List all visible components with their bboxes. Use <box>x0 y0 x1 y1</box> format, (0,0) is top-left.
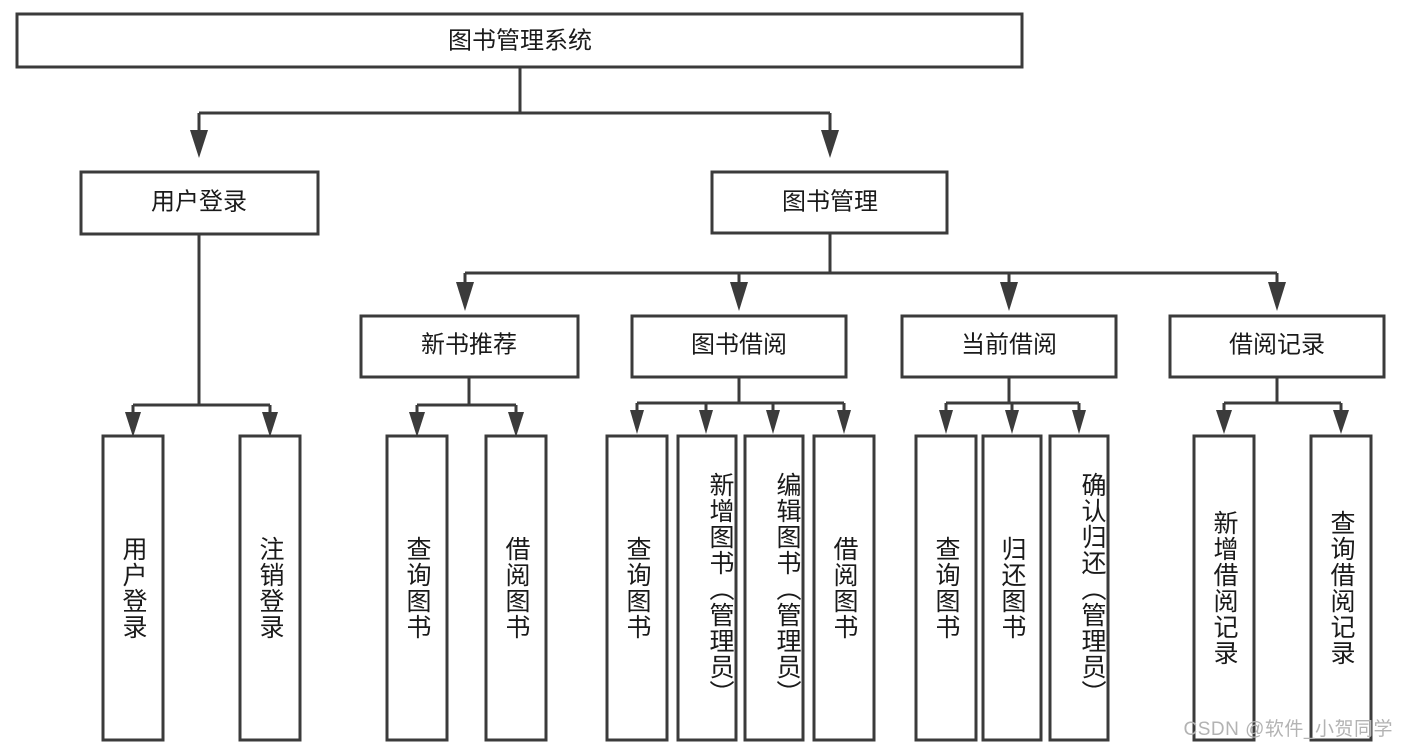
leaf-box-user-login[interactable] <box>101 434 165 742</box>
leaf-box-add-record[interactable] <box>1192 434 1256 742</box>
node-current-borrow-box[interactable] <box>900 314 1118 379</box>
arrow-head-leaf-add-book <box>699 410 713 434</box>
node-borrow-record-box[interactable] <box>1168 314 1386 379</box>
arrow-head-leaf-user-login <box>125 412 141 437</box>
node-user-login[interactable]: 用户登录 <box>79 170 320 236</box>
arrow-head-leaf-borrow-book-1 <box>508 412 524 437</box>
node-book-borrow-box[interactable] <box>630 314 848 379</box>
arrow-head-to-new-book <box>456 282 474 311</box>
node-current-borrow[interactable]: 当前借阅 <box>900 314 1118 379</box>
arrow-head-to-book-borrow <box>730 282 748 311</box>
node-new-book-recommend-label: 新书推荐 <box>421 331 517 358</box>
leaf-box-logout[interactable] <box>238 434 302 742</box>
node-root-box[interactable] <box>15 12 1024 69</box>
arrow-head-leaf-borrow-book-2 <box>837 410 851 434</box>
watermark-text: CSDN @软件_小贺同学 <box>1183 719 1393 740</box>
node-current-borrow-label: 当前借阅 <box>961 331 1057 358</box>
leaf-box-query-book-3[interactable] <box>914 434 978 742</box>
node-root-label: 图书管理系统 <box>448 27 592 54</box>
arrow-head-leaf-query-book-2 <box>630 410 644 434</box>
node-borrow-record-label: 借阅记录 <box>1229 331 1325 358</box>
leaf-box-query-book-1[interactable] <box>385 434 449 742</box>
arrow-head-leaf-logout <box>262 412 278 437</box>
leaf-box-confirm-return[interactable] <box>1048 434 1110 742</box>
leaf-box-borrow-book-2[interactable] <box>812 434 876 742</box>
leaf-box-edit-book[interactable] <box>743 434 805 742</box>
arrow-head-leaf-add-record <box>1216 410 1232 434</box>
leaf-box-add-book[interactable] <box>676 434 738 742</box>
arrow-head-to-book-management <box>821 130 839 158</box>
arrow-head-leaf-confirm-return <box>1072 410 1086 434</box>
node-borrow-record[interactable]: 借阅记录 <box>1168 314 1386 379</box>
arrow-head-to-user-login <box>190 130 208 158</box>
node-new-book-recommend[interactable]: 新书推荐 <box>359 314 580 379</box>
arrow-head-to-current-borrow <box>1000 282 1018 311</box>
arrow-head-leaf-edit-book <box>766 410 780 434</box>
node-user-login-label: 用户登录 <box>151 188 247 215</box>
arrow-head-leaf-query-record <box>1333 410 1349 434</box>
arrow-head-leaf-query-book-1 <box>409 412 425 437</box>
node-book-management-label: 图书管理 <box>782 188 878 215</box>
leaf-box-query-book-2[interactable] <box>605 434 669 742</box>
leaf-box-return-book[interactable] <box>981 434 1043 742</box>
node-book-borrow[interactable]: 图书借阅 <box>630 314 848 379</box>
node-book-management-box[interactable] <box>710 170 949 235</box>
node-new-book-recommend-box[interactable] <box>359 314 580 379</box>
leaf-box-query-record[interactable] <box>1309 434 1373 742</box>
arrow-head-leaf-return-book <box>1005 410 1019 434</box>
arrow-head-leaf-query-book-3 <box>939 410 953 434</box>
node-root[interactable]: 图书管理系统 <box>15 12 1024 69</box>
node-book-borrow-label: 图书借阅 <box>691 331 787 358</box>
arrow-head-to-borrow-record <box>1268 282 1286 311</box>
node-book-management[interactable]: 图书管理 <box>710 170 949 235</box>
leaf-box-borrow-book-1[interactable] <box>484 434 548 742</box>
